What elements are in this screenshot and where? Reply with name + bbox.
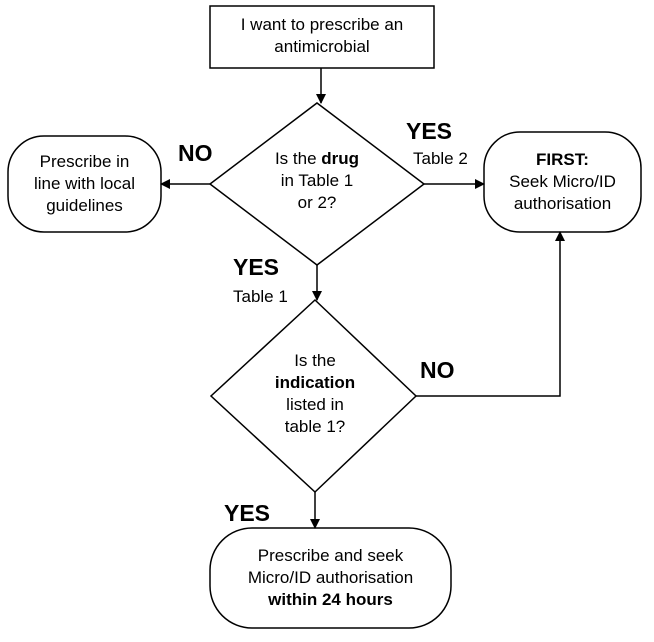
final-box: [209, 527, 452, 629]
label-table2: Table 2: [413, 149, 468, 168]
final-text: Prescribe and seek Micro/ID authorisatio…: [210, 545, 451, 611]
arrow-indication-to-first: [416, 231, 565, 397]
label-yes-bottom: YES: [224, 500, 271, 526]
start-text: I want to prescribe an antimicrobial: [210, 14, 434, 58]
decision-drug-text: Is the drug in Table 1 or 2?: [250, 148, 384, 214]
decision-drug-pre: Is the: [274, 149, 322, 168]
indication-line3: listed in: [286, 395, 344, 414]
label-table1: Table 1: [233, 287, 288, 306]
label-no-right: NO: [420, 357, 455, 383]
decision-drug-line2: in Table 1: [280, 171, 354, 190]
decision-drug-line3: or 2?: [297, 193, 337, 212]
first-text: FIRST: Seek Micro/ID authorisation: [484, 149, 641, 215]
decision-drug-bold: drug: [321, 149, 360, 168]
local-guidelines-text: Prescribe in line with local guidelines: [8, 151, 161, 217]
indication-line1: Is the: [294, 351, 336, 370]
final-line2: Micro/ID authorisation: [247, 568, 414, 587]
first-bold: FIRST:: [536, 150, 589, 169]
first-line3: authorisation: [513, 194, 612, 213]
first-line2: Seek Micro/ID: [509, 172, 616, 191]
start-box: [209, 5, 435, 69]
decision-indication-text: Is the indication listed in table 1?: [250, 350, 380, 438]
final-line1: Prescribe and seek: [257, 546, 404, 565]
start-line1: I want to prescribe an: [240, 15, 404, 34]
start-line2: antimicrobial: [274, 37, 370, 56]
local-line1: Prescribe in: [39, 152, 130, 171]
indication-line4: table 1?: [284, 417, 346, 436]
local-line2: line with local: [33, 174, 136, 193]
label-yes-right: YES: [406, 118, 453, 144]
label-yes-down: YES: [233, 254, 280, 280]
local-line3: guidelines: [46, 196, 123, 215]
indication-bold: indication: [274, 373, 356, 392]
final-bold: within 24 hours: [268, 590, 393, 609]
label-no-left: NO: [178, 140, 213, 166]
